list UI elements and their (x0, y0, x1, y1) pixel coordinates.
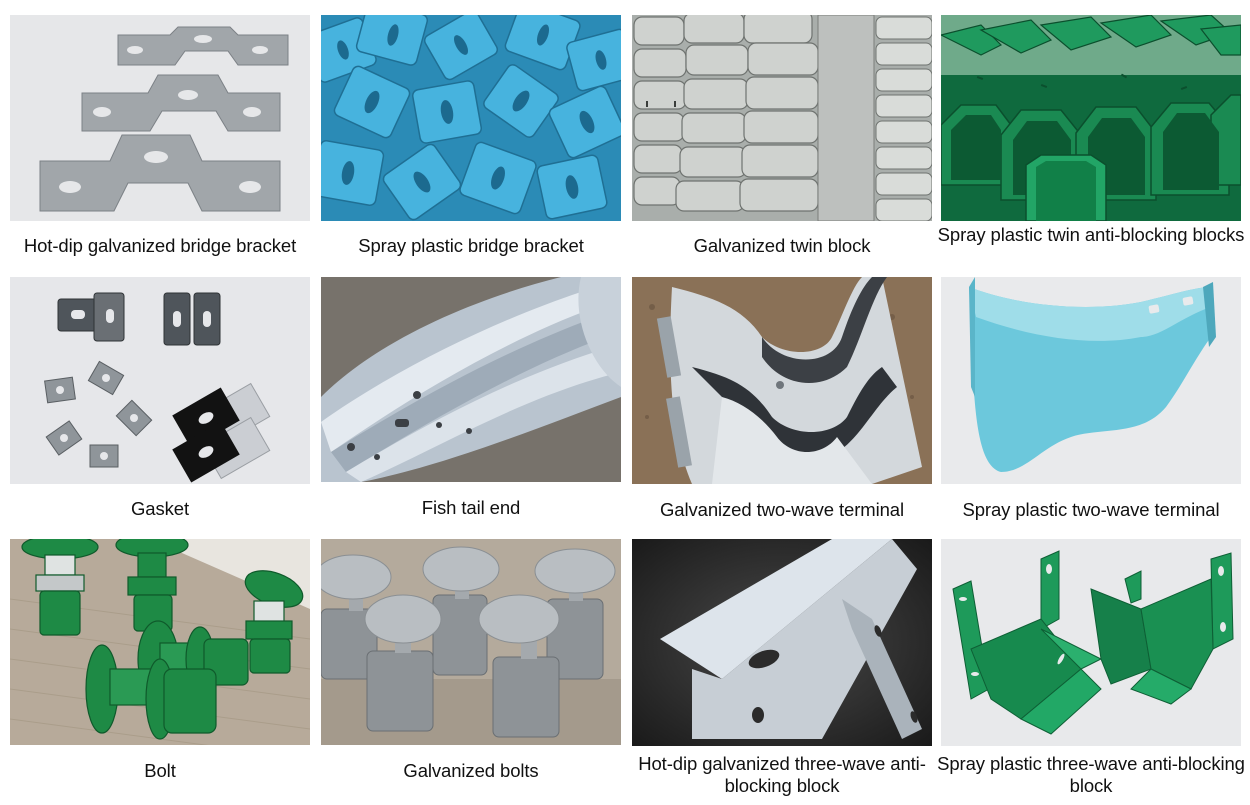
bolt-image (10, 539, 310, 745)
product-caption: Spray plastic twin anti-blocking blocks (937, 224, 1245, 245)
product-caption: Galvanized twin block (693, 235, 871, 256)
hot-dip-galvanized-three-wave-anti-blocking-block-image (632, 539, 932, 746)
spray-plastic-twin-anti-blocking-blocks-image (941, 15, 1241, 221)
spray-plastic-bridge-bracket-image (321, 15, 621, 221)
product-caption: Hot-dip galvanized bridge bracket (23, 235, 297, 256)
product-caption: Galvanized two-wave terminal (660, 499, 904, 520)
product-caption: Gasket (130, 498, 189, 519)
gasket-image (10, 277, 310, 484)
product-caption: Spray plastic three-wave anti-blocking b… (937, 753, 1245, 796)
spray-plastic-three-wave-anti-blocking-block-image (941, 539, 1241, 746)
product-caption: Hot-dip galvanized three-wave anti-block… (638, 753, 926, 796)
product-caption: Bolt (144, 760, 176, 781)
galvanized-two-wave-terminal-image (632, 277, 932, 484)
product-caption: Spray plastic two-wave terminal (962, 499, 1220, 520)
product-caption: Galvanized bolts (403, 760, 539, 781)
hot-dip-galvanized-bridge-bracket-image (10, 15, 310, 221)
spray-plastic-two-wave-terminal-image (941, 277, 1241, 484)
fish-tail-end-image (321, 277, 621, 482)
galvanized-bolts-image (321, 539, 621, 745)
product-caption: Spray plastic bridge bracket (358, 235, 584, 256)
product-caption: Fish tail end (421, 497, 521, 518)
galvanized-twin-block-image (632, 15, 932, 221)
